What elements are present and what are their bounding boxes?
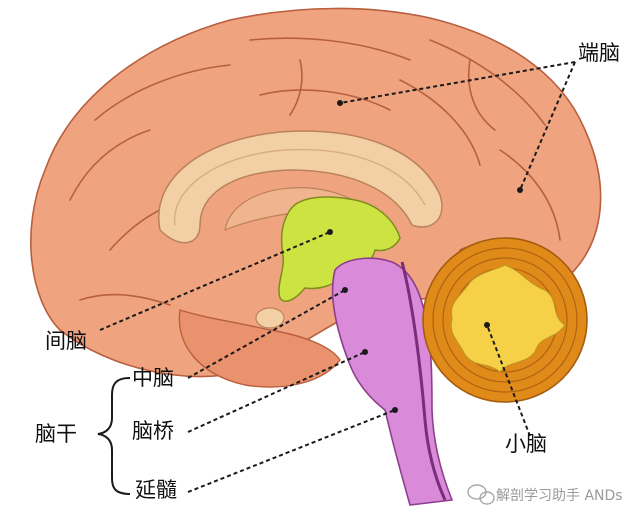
watermark-logo-icon <box>467 484 495 505</box>
label-cerebellum: 小脑 <box>505 432 547 456</box>
leader-dots <box>327 100 523 413</box>
label-midbrain: 中脑 <box>132 366 174 390</box>
pituitary <box>255 307 285 329</box>
corpus-callosum <box>158 130 443 244</box>
temporal-lobe <box>178 309 341 388</box>
watermark-text: 解剖学习助手 ANDs <box>496 488 623 504</box>
label-telencephalon: 端脑 <box>578 41 620 65</box>
label-medulla: 延髓 <box>135 478 177 502</box>
label-brainstem: 脑干 <box>35 422 77 446</box>
arbor-vitae <box>450 264 566 373</box>
leader-lines <box>99 61 576 493</box>
brainstem-brace <box>97 377 131 495</box>
label-diencephalon: 间脑 <box>45 329 87 353</box>
brainstem <box>331 257 454 506</box>
label-pons: 脑桥 <box>132 419 174 443</box>
